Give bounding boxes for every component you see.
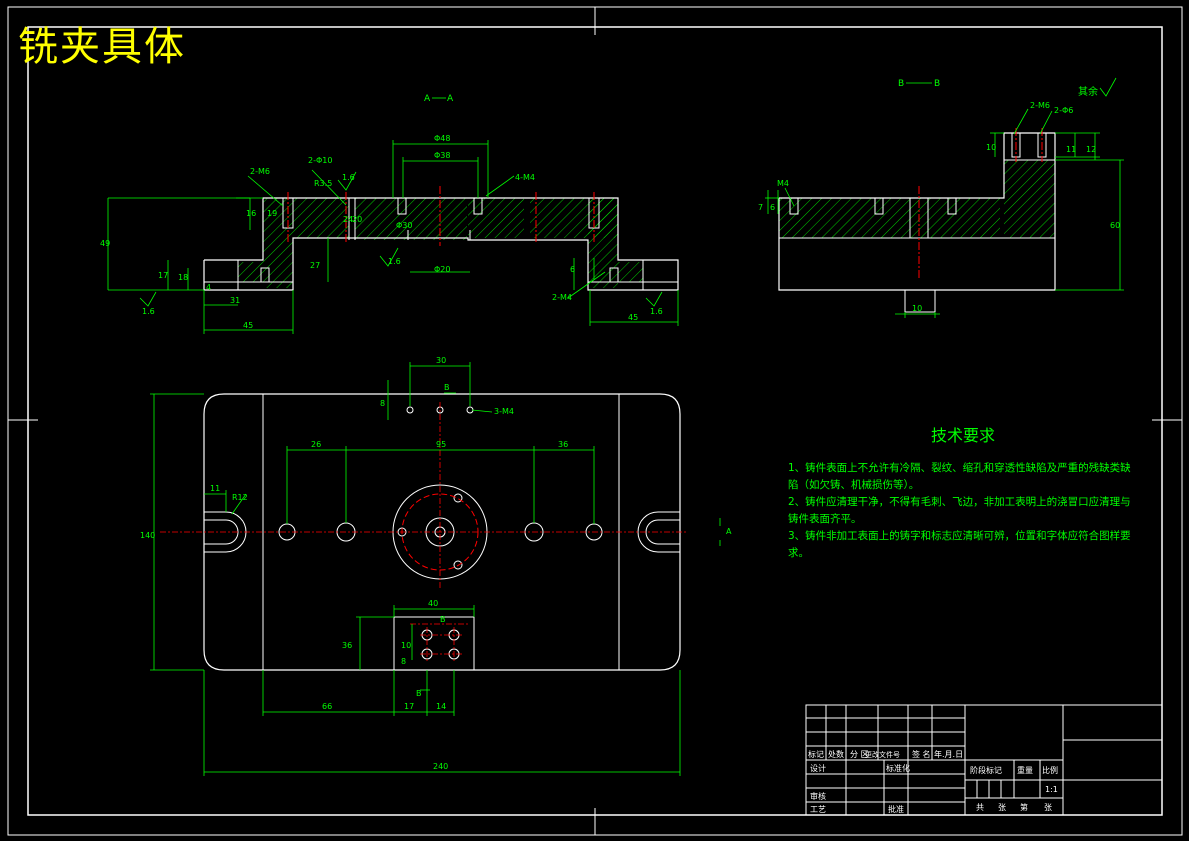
plan-dim-r12: R12 (232, 493, 248, 502)
tb-approve: 批准 (888, 804, 904, 814)
tb-process: 工艺 (810, 805, 826, 814)
plan-dim-3-m4: 3-M4 (494, 407, 514, 416)
plan-dim-v8b: 8 (401, 657, 406, 666)
dim-2-m4: 2-M4 (552, 293, 572, 302)
dim-d30: Φ30 (396, 221, 412, 230)
tb-sheet-page: 张 (1044, 803, 1052, 812)
side-dim-v6: 6 (770, 203, 775, 212)
dim-v20: 20 (352, 215, 362, 224)
tb-scale-value: 1:1 (1045, 785, 1058, 794)
plan-dim-w40: 40 (428, 599, 438, 608)
plan-dim-w26: 26 (311, 440, 321, 449)
section-marker-a: A (726, 527, 732, 536)
plan-dim-v8: 8 (380, 399, 385, 408)
plan-dim-w11: 11 (210, 484, 220, 493)
dim-d48: Φ48 (434, 134, 450, 143)
dim-h31: 31 (230, 296, 240, 305)
plan-dim-w17: 17 (404, 702, 414, 711)
surface-note-other: 其余 (1078, 85, 1098, 98)
tb-sheets: 张 (998, 803, 1006, 812)
dim-r35: R3.5 (314, 179, 332, 188)
section-view-aa: A A (100, 94, 679, 334)
plan-dim-h36: 36 (342, 641, 352, 650)
tb-signature: 签 名 (912, 749, 931, 759)
plan-dim-h140: 140 (140, 531, 155, 540)
dim-v4: 4 (206, 283, 211, 292)
section-label-aa-left: A (424, 94, 431, 104)
title-block-text: 标记 处数 分 区 更改文件号 签 名 年.月.日 设计 标准化 审核 工艺 批… (808, 749, 1058, 814)
section-label-aa-right: A (447, 94, 454, 104)
tech-requirement-3: 3、铸件非加工表面上的铸字和标志应清晰可辨，位置和字体应符合图样要求。 (788, 530, 1131, 559)
tb-date: 年.月.日 (934, 749, 963, 759)
tech-requirement-1: 1、铸件表面上不允许有冷隔、裂纹、缩孔和穿透性缺陷及严重的残缺类缺陷（如欠铸、机… (788, 462, 1131, 491)
tech-requirements-heading: 技术要求 (930, 426, 995, 445)
plan-dim-v10: 10 (401, 641, 411, 650)
plan-view: 30 8 3-M4 26 95 36 11 R12 140 40 36 10 8… (140, 356, 732, 776)
outer-border (7, 6, 1183, 836)
roughness-1: 1.6 (142, 307, 155, 316)
title-block (805, 704, 1163, 816)
tech-requirement-2: 2、铸件应清理干净，不得有毛刺、飞边，非加工表明上的浇冒口应清理与铸件表面齐平。 (788, 496, 1131, 525)
side-dim-2-d6: 2-Φ6 (1054, 106, 1073, 115)
plan-dim-w240: 240 (433, 762, 448, 771)
roughness-3: 1.6 (388, 257, 401, 266)
plan-dim-w36: 36 (558, 440, 568, 449)
tb-check: 审核 (810, 791, 826, 801)
dim-h45-left: 45 (243, 321, 253, 330)
section-marker-b-top: B (444, 383, 450, 392)
dim-v19: 19 (267, 209, 277, 218)
side-dim-v7: 7 (758, 203, 763, 212)
dim-v16: 16 (246, 209, 256, 218)
section-marker-b-mid: B (440, 615, 446, 624)
tb-total: 共 (976, 803, 984, 812)
centering-marks (8, 7, 1182, 835)
dim-v6: 6 (570, 265, 575, 274)
tb-standardize: 标准化 (886, 763, 910, 773)
dim-2-m6: 2-M6 (250, 167, 270, 176)
dim-4-m4: 4-M4 (515, 173, 535, 182)
section-marker-b-bottom: B (416, 689, 422, 698)
dim-d38: Φ38 (434, 151, 450, 160)
tb-weight: 重量 (1017, 765, 1033, 775)
roughness-4: 1.6 (650, 307, 663, 316)
side-dim-v11: 11 (1066, 145, 1076, 154)
dim-v49: 49 (100, 239, 110, 248)
tb-count: 处数 (828, 749, 844, 759)
drawing-title: 铣夹具体 (18, 24, 186, 70)
roughness-2: 1.6 (342, 173, 355, 182)
tb-stage-mark: 阶段标记 (970, 765, 1002, 775)
dim-2-d10: 2-Φ10 (308, 156, 332, 165)
plan-dim-w95: 95 (436, 440, 446, 449)
tb-design: 设计 (810, 763, 826, 773)
technical-requirements: 技术要求 1、铸件表面上不允许有冷隔、裂纹、缩孔和穿透性缺陷及严重的残缺类缺陷（… (788, 422, 1133, 562)
side-dim-v60: 60 (1110, 221, 1120, 230)
dim-d20: Φ20 (434, 265, 450, 274)
tb-scale: 比例 (1042, 765, 1058, 775)
side-dim-m4: M4 (777, 179, 789, 188)
tb-marks: 标记 (808, 749, 824, 759)
section-label-bb-left: B (898, 79, 904, 89)
plan-dim-w30: 30 (436, 356, 446, 365)
plan-dim-w66: 66 (322, 702, 332, 711)
dim-v24: 24 (343, 215, 353, 224)
tb-zone: 分 区 (850, 750, 869, 759)
plan-dim-w14: 14 (436, 702, 446, 711)
section-view-bb: B B 其余 (758, 77, 1124, 318)
tb-page: 第 (1020, 802, 1028, 812)
side-dim-v10: 10 (986, 143, 996, 152)
tb-change-doc: 更改文件号 (865, 750, 900, 759)
side-dim-h10: 10 (912, 304, 922, 313)
section-label-bb-right: B (934, 79, 940, 89)
dim-v17: 17 (158, 271, 168, 280)
dim-v27: 27 (310, 261, 320, 270)
dim-v18: 18 (178, 273, 188, 282)
side-dim-v12: 12 (1086, 145, 1096, 154)
side-dim-2-m6: 2-M6 (1030, 101, 1050, 110)
dim-h45-right: 45 (628, 313, 638, 322)
